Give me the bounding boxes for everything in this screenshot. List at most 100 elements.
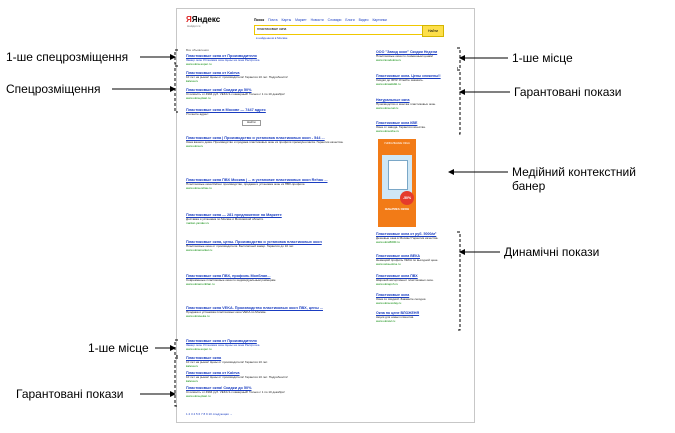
label-right-guaranteed: Гарантовані покази <box>514 85 622 99</box>
all-ads-link[interactable]: Все объявления <box>186 48 209 52</box>
dynamic-ad[interactable]: Окна по цене ВЛОЖЕНЯ Акция для новых кли… <box>376 311 446 323</box>
ad-title[interactable]: Пластиковые окна от Kaleva <box>186 371 240 375</box>
window-illustration <box>388 160 408 190</box>
dynamic-ad[interactable]: Пластиковые окна ВЕКА Немецкий профиль V… <box>376 254 446 266</box>
ad-title[interactable]: Пластиковые окна ПВХ <box>376 274 418 278</box>
search-input[interactable]: пластиковые окна <box>254 25 424 35</box>
result-title[interactable]: Пластиковые окна VEKA. Производство плас… <box>186 306 323 310</box>
organic-result[interactable]: Пластиковые окна — 281 предложение на Ма… <box>186 213 346 226</box>
result-url[interactable]: www.okna-rehau.ru <box>186 185 212 190</box>
guaranteed-ad[interactable]: Пластиковые окна! Скидки до 50% Стоимост… <box>186 386 346 399</box>
ad-url[interactable]: www.okna-kbe.ru <box>376 128 400 133</box>
premium-ad[interactable]: Пластиковые окна! Скидки до 50% Стоимост… <box>186 88 346 101</box>
ad-url[interactable]: www.oknavl.ru <box>376 318 396 323</box>
dynamic-ad[interactable]: Пластиковые окна ПВХ Широкий ассортимент… <box>376 274 446 286</box>
search-button[interactable]: Найти <box>422 25 444 37</box>
tab-market[interactable]: Маркет <box>295 18 307 22</box>
organic-result[interactable]: Пластиковые окна ПВХ Москва | ... в уста… <box>186 178 346 191</box>
organic-result[interactable]: Пластиковые окна | Производство и устано… <box>186 136 346 149</box>
ad-snippet: Немецкий профиль VEKA по выгодной цене. <box>376 257 439 262</box>
result-url[interactable]: www.oknamarket.ru <box>186 247 213 252</box>
ad-url[interactable]: www.okna-plast.ru <box>186 393 211 398</box>
ad-title[interactable]: Натуральные окна <box>376 98 410 102</box>
right-ad[interactable]: Натуральные окна Производство и монтаж п… <box>376 98 446 110</box>
ad-title[interactable]: ООО "Завод окон" Скидки Недели <box>376 50 438 54</box>
result-url[interactable]: www.oknamonblan.ru <box>186 281 215 286</box>
map-result-snippet: Уточните адрес: <box>186 111 209 116</box>
result-url[interactable]: www.oknaveka.ru <box>186 313 210 318</box>
tab-news[interactable]: Новости <box>310 18 324 22</box>
tab-blogs[interactable]: Блоги <box>345 18 355 22</box>
right-ad[interactable]: ООО "Завод окон" Скидки Недели Пластиков… <box>376 50 446 62</box>
ad-snippet: Акция для новых клиентов. <box>376 314 415 319</box>
ad-title[interactable]: Окна по цене ВЛОЖЕНЯ <box>376 311 420 315</box>
ad-url[interactable]: www.okna5000.ru <box>376 239 400 244</box>
ad-url[interactable]: www.oknaskidki.ru <box>376 81 401 86</box>
banner-headline: УНИКАЛЬНЫЕ ОКНА <box>384 142 410 145</box>
ad-url[interactable]: kaleva.ru <box>186 378 199 383</box>
premium-ad[interactable]: Пластиковые окна от Производителя Замер … <box>186 54 346 67</box>
ad-url[interactable]: www.zavodokna.ru <box>376 57 402 62</box>
result-title[interactable]: Пластиковые окна — 281 предложение на Ма… <box>186 213 282 217</box>
premium-ad[interactable]: Пластиковые окна от Kaleva 10 лет на рын… <box>186 71 346 84</box>
yandex-logo: ЯЯндекс <box>186 15 221 24</box>
right-ad[interactable]: Пластиковые окна КВЕ Окна от завода. Гар… <box>376 121 446 133</box>
ad-url[interactable]: www.okna-super.ru <box>186 346 212 351</box>
ad-snippet: Стоимость от 4994 руб. VEKA 3-х камерный… <box>186 91 285 96</box>
ad-url[interactable]: www.okna-today.ru <box>376 300 402 305</box>
ad-url[interactable]: www.okna-plast.ru <box>186 95 211 100</box>
dynamic-ad[interactable]: Пластиковые окна Окна со скидкой. Закажи… <box>376 293 446 305</box>
organic-result[interactable]: Пластиковые окна, цены. Производство и у… <box>186 240 346 253</box>
tab-search[interactable]: Поиск <box>254 18 265 22</box>
result-title[interactable]: Пластиковые окна, цены. Производство и у… <box>186 240 322 244</box>
tab-dictionaries[interactable]: Словари <box>327 18 342 22</box>
label-premium-first: 1-ше спецрозміщення <box>6 50 129 64</box>
search-options[interactable]: в найденном в Москве <box>256 36 288 40</box>
result-snippet: Современные пластиковые окна по индивиду… <box>186 277 277 282</box>
ad-url[interactable]: www.okna-super.ru <box>186 61 212 66</box>
map-find-button[interactable]: Найти <box>242 119 261 126</box>
result-url[interactable]: market.yandex.ru <box>186 220 210 225</box>
tab-video[interactable]: Видео <box>358 18 369 22</box>
tab-mail[interactable]: Почта <box>268 18 278 22</box>
ad-title[interactable]: Пластиковые окна <box>376 293 410 297</box>
ad-url[interactable]: www.okna-nat.ru <box>376 105 399 110</box>
pagination[interactable]: 1 2 3 4 5 6 7 8 9 10 следующая → <box>186 412 233 416</box>
search-query: пластиковые окна <box>257 27 287 31</box>
ad-title[interactable]: Пластиковые окна. Цены снижены!! <box>376 74 441 78</box>
ad-url[interactable]: www.oknapvh.ru <box>376 281 399 286</box>
ad-title[interactable]: Пластиковые окна! Скидки до 50% <box>186 386 252 390</box>
organic-result[interactable]: Пластиковые окна VEKA. Производство плас… <box>186 306 346 319</box>
tab-images[interactable]: Картинки <box>372 18 387 22</box>
ad-title[interactable]: Пластиковые окна <box>186 356 222 360</box>
result-url[interactable]: www.okna.ru <box>186 143 204 148</box>
guaranteed-ad[interactable]: Пластиковые окна от Производителя Замер … <box>186 339 346 352</box>
dynamic-ad[interactable]: Пластиковые окна от руб. 5000/м² Дешевые… <box>376 232 446 244</box>
ad-url[interactable]: kaleva.ru <box>186 78 199 83</box>
result-snippet: Продажа и установка пластиковых окон VEK… <box>186 309 267 314</box>
right-ad[interactable]: Пластиковые окна. Цены снижены!! Скидки … <box>376 74 446 86</box>
ad-title[interactable]: Пластиковые окна от Kaleva <box>186 71 240 75</box>
guaranteed-ad[interactable]: Пластиковые окна 10 лет на рынке! Цены о… <box>186 356 346 369</box>
result-title[interactable]: Пластиковые окна | Производство и устано… <box>186 136 325 140</box>
guaranteed-ad[interactable]: Пластиковые окна от Kaleva 10 лет на рын… <box>186 371 346 384</box>
result-title[interactable]: Пластиковые окна ПВХ, профиль Монблан... <box>186 274 271 278</box>
organic-result[interactable]: Пластиковые окна ПВХ, профиль Монблан...… <box>186 274 346 287</box>
ad-snippet: Дешевые окна в Москве! Гарантия качества… <box>376 235 439 240</box>
result-title[interactable]: Пластиковые окна ПВХ Москва | ... в уста… <box>186 178 328 182</box>
ad-title[interactable]: Пластиковые окна от руб. 5000/м² <box>376 232 437 236</box>
ad-title[interactable]: Пластиковые окна от Производителя <box>186 54 257 58</box>
label-bottom-first: 1-ше місце <box>88 341 149 355</box>
ad-url[interactable]: www.veka-okna.ru <box>376 261 401 266</box>
ad-title[interactable]: Пластиковые окна! Скидки до 50% <box>186 88 252 92</box>
ad-title[interactable]: Пластиковые окна от Производителя <box>186 339 257 343</box>
ad-snippet: Стоимость от 4994 руб. VEKA 3-х камерный… <box>186 389 285 394</box>
map-result[interactable]: Пластиковые окна в Москве — 7447 адрес У… <box>186 108 346 126</box>
media-banner[interactable]: УНИКАЛЬНЫЕ ОКНА -50% ФАБРИКА ОКОН <box>378 139 416 227</box>
banner-image <box>382 155 412 199</box>
ad-title[interactable]: Пластиковые окна ВЕКА <box>376 254 420 258</box>
map-result-title[interactable]: Пластиковые окна в Москве — 7447 адрес <box>186 108 266 112</box>
ad-url[interactable]: kaleva.ru <box>186 363 199 368</box>
ad-title[interactable]: Пластиковые окна КВЕ <box>376 121 418 125</box>
tab-maps[interactable]: Карты <box>281 18 292 22</box>
